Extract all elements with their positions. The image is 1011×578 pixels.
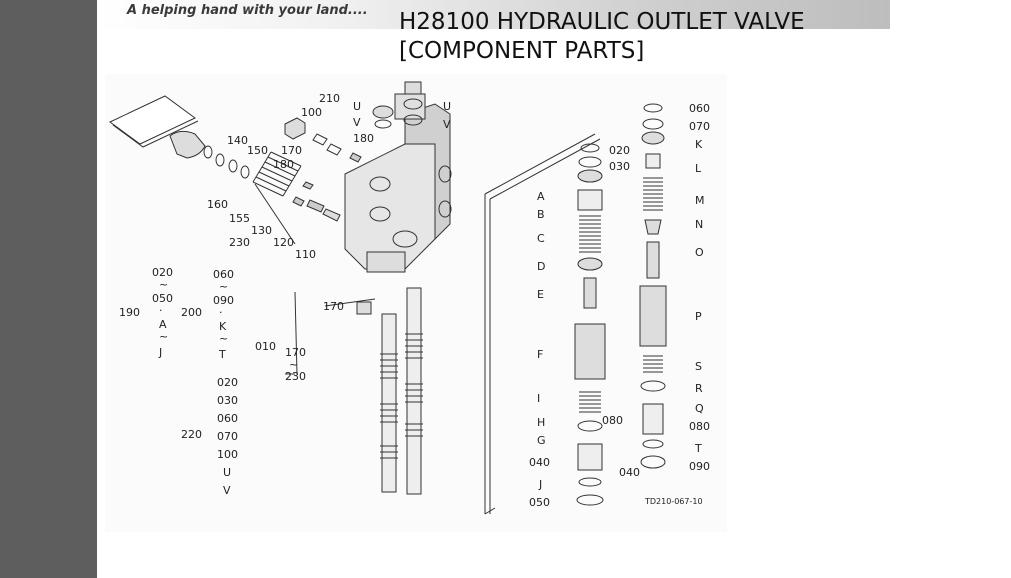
title-line-1: H28100 HYDRAULIC OUTLET VALVE — [399, 9, 805, 35]
svg-text:~: ~ — [219, 280, 228, 293]
svg-text:030: 030 — [609, 160, 630, 173]
svg-text:U: U — [223, 466, 231, 479]
diagram-drawing: 210 100 180 170 140 150 180 160 155 130 … — [109, 81, 710, 515]
svg-text:E: E — [537, 288, 544, 301]
svg-text:050: 050 — [529, 496, 550, 509]
label-range-170: 170 — [285, 346, 306, 359]
document-page: A helping hand with your land.... H28100… — [97, 0, 914, 578]
svg-text:030: 030 — [217, 394, 238, 407]
svg-text:K: K — [219, 320, 227, 333]
label-170b: 170 — [323, 300, 344, 313]
header-banner: A helping hand with your land.... — [97, 0, 890, 29]
label-group-220: 220 — [181, 428, 202, 441]
svg-text:R: R — [695, 382, 703, 395]
svg-text:060: 060 — [213, 268, 234, 281]
cap-u-right — [404, 81, 422, 95]
svg-text:~: ~ — [159, 278, 168, 291]
svg-text:S: S — [695, 360, 702, 373]
svg-text:A: A — [537, 190, 545, 203]
svg-text:090: 090 — [213, 294, 234, 307]
label-155: 155 — [229, 212, 250, 225]
svg-text:J: J — [158, 346, 162, 359]
label-u-2: U — [443, 100, 451, 113]
svg-text:070: 070 — [689, 120, 710, 133]
svg-text:040: 040 — [529, 456, 550, 469]
label-010: 010 — [255, 340, 276, 353]
label-130: 130 — [251, 224, 272, 237]
title-line-2: [COMPONENT PARTS] — [399, 38, 645, 64]
svg-text:~: ~ — [289, 358, 298, 371]
label-group-200: 200 — [181, 306, 202, 319]
svg-text:040: 040 — [619, 466, 640, 479]
screw-210 — [284, 117, 306, 140]
o-ring — [203, 145, 213, 159]
label-150: 150 — [247, 144, 268, 157]
svg-text:070: 070 — [217, 430, 238, 443]
header-tagline: A helping hand with your land.... — [127, 3, 368, 18]
label-160: 160 — [207, 198, 228, 211]
label-210: 210 — [319, 92, 340, 105]
spool-left — [380, 313, 398, 493]
exploded-parts-diagram: 210 100 180 170 140 150 180 160 155 130 … — [105, 74, 727, 532]
svg-text:O: O — [695, 246, 704, 259]
svg-text:G: G — [537, 434, 546, 447]
svg-text:060: 060 — [217, 412, 238, 425]
svg-text:C: C — [537, 232, 545, 245]
svg-text:B: B — [537, 208, 545, 221]
svg-text:H: H — [537, 416, 545, 429]
svg-text:020: 020 — [152, 266, 173, 279]
svg-text:·: · — [159, 304, 163, 317]
label-v-2: V — [443, 118, 451, 131]
svg-text:L: L — [695, 162, 702, 175]
middle-stack — [574, 143, 606, 506]
label-110: 110 — [295, 248, 316, 261]
svg-text:F: F — [537, 348, 543, 361]
svg-text:V: V — [223, 484, 231, 497]
spring-130 — [252, 151, 302, 197]
svg-text:I: I — [537, 392, 540, 405]
part-170 — [356, 301, 372, 315]
svg-text:N: N — [695, 218, 703, 231]
svg-text:090: 090 — [689, 460, 710, 473]
label-170a: 170 — [281, 144, 302, 157]
svg-text:100: 100 — [217, 448, 238, 461]
svg-text:080: 080 — [689, 420, 710, 433]
svg-text:~: ~ — [219, 332, 228, 345]
figure-code: TD210-067-10 — [644, 497, 703, 506]
right-margin — [914, 0, 1011, 578]
label-u-1: U — [353, 100, 361, 113]
svg-text:080: 080 — [602, 414, 623, 427]
label-group-190: 190 — [119, 306, 140, 319]
svg-text:~: ~ — [159, 330, 168, 343]
label-230: 230 — [229, 236, 250, 249]
label-180a: 180 — [353, 132, 374, 145]
svg-text:·: · — [219, 306, 223, 319]
plug-part — [169, 130, 206, 159]
label-140: 140 — [227, 134, 248, 147]
page-title: H28100 HYDRAULIC OUTLET VALVE [COMPONENT… — [399, 8, 805, 66]
label-120: 120 — [273, 236, 294, 249]
svg-text:P: P — [695, 310, 702, 323]
svg-text:D: D — [537, 260, 545, 273]
label-v-1: V — [353, 116, 361, 129]
label-range-230: 230 — [285, 370, 306, 383]
svg-text:050: 050 — [152, 292, 173, 305]
svg-text:020: 020 — [217, 376, 238, 389]
svg-text:M: M — [695, 194, 705, 207]
svg-text:T: T — [218, 348, 226, 361]
spool-right — [405, 287, 423, 495]
svg-text:T: T — [694, 442, 702, 455]
svg-text:A: A — [159, 318, 167, 331]
label-100: 100 — [301, 106, 322, 119]
right-stack — [639, 103, 667, 469]
valve-body — [344, 93, 452, 273]
cap-u-left — [372, 105, 394, 119]
svg-text:020: 020 — [609, 144, 630, 157]
svg-text:060: 060 — [689, 102, 710, 115]
label-180b: 180 — [273, 158, 294, 171]
gasket-sheet — [109, 95, 196, 145]
svg-text:J: J — [538, 478, 542, 491]
svg-text:K: K — [695, 138, 703, 151]
svg-text:Q: Q — [695, 402, 704, 415]
